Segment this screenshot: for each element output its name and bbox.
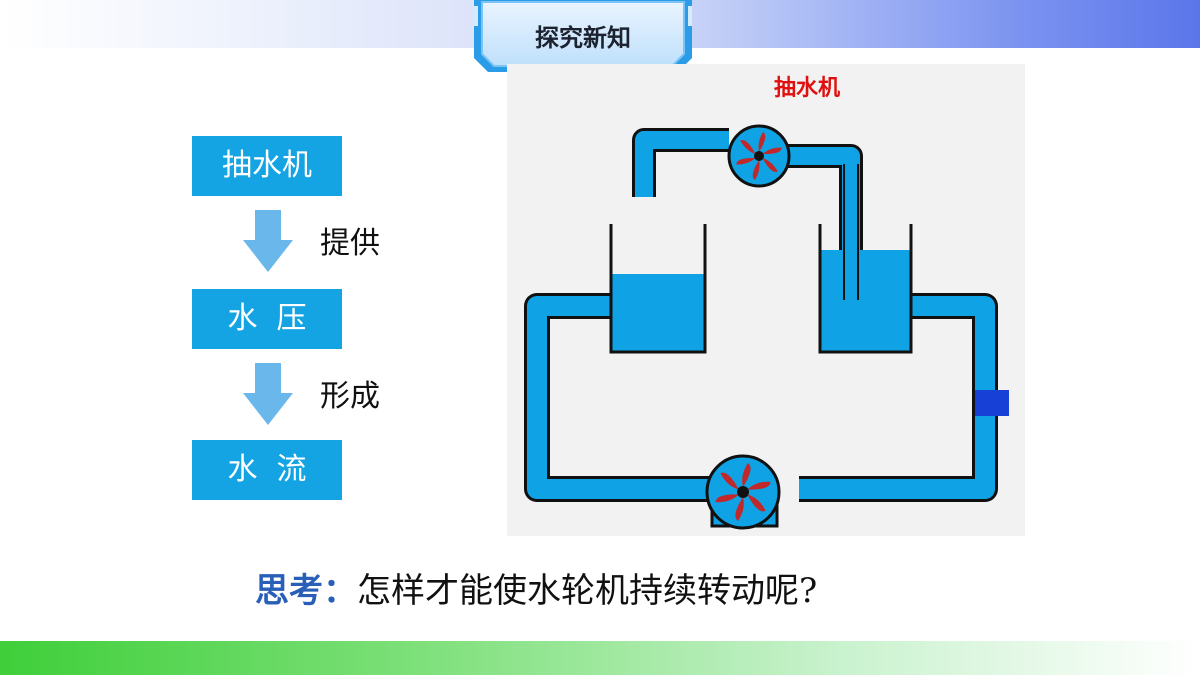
pump-diagram-drawing	[524, 124, 1009, 530]
flow-label-provide: 提供	[320, 226, 380, 261]
section-title-tab: 探究新知	[470, 0, 696, 76]
diagram-title: 抽水机	[773, 76, 840, 101]
bottom-banner	[0, 641, 1200, 675]
valve-icon	[975, 390, 1009, 416]
water-wheel-icon	[705, 454, 781, 530]
flow-box-pressure: 水 压	[192, 289, 342, 349]
title-tab-frame	[474, 0, 692, 72]
question-prefix: 思考：	[255, 571, 357, 611]
down-arrow-icon	[243, 363, 293, 425]
question-text: 怎样才能使水轮机持续转动呢?	[357, 571, 818, 611]
flow-box-pump: 抽水机	[192, 136, 342, 196]
section-title: 探究新知	[535, 24, 631, 52]
flow-box-current: 水 流	[192, 440, 342, 500]
flow-label-form: 形成	[320, 379, 380, 414]
pump-top-icon	[727, 124, 791, 188]
thinking-question: 思考：怎样才能使水轮机持续转动呢?	[255, 563, 817, 612]
down-arrow-icon	[243, 210, 293, 272]
pump-diagram: 抽水机	[507, 64, 1025, 536]
